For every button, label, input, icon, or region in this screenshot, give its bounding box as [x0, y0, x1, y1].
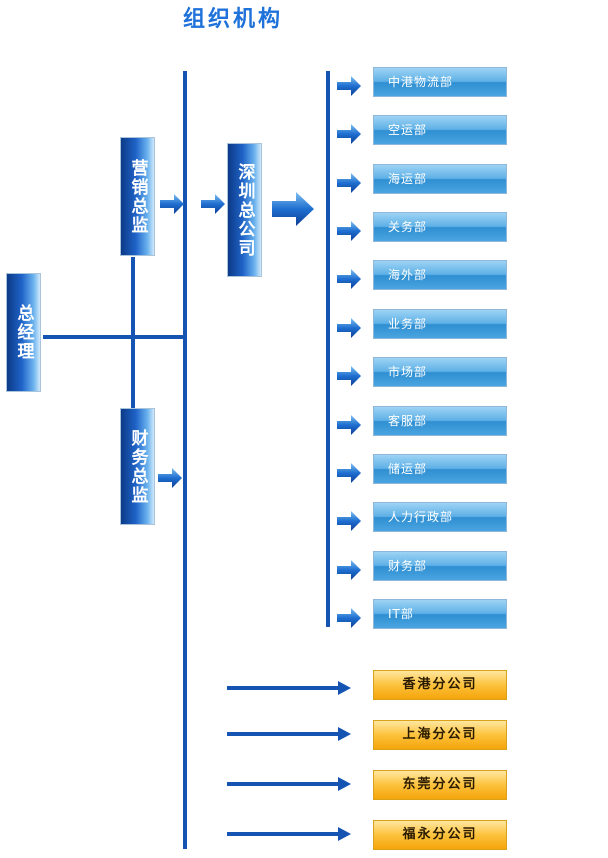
department-label: 海运部	[388, 172, 428, 186]
branch-label: 香港分公司	[402, 677, 478, 692]
department-box[interactable]: 空运部	[373, 115, 507, 145]
branch-box[interactable]: 香港分公司	[373, 670, 507, 700]
gm-horizontal-line	[43, 335, 185, 339]
arrow-right-icon	[160, 194, 184, 214]
department-label: 业务部	[388, 317, 428, 331]
department-label: 空运部	[388, 123, 428, 137]
department-label: 市场部	[388, 365, 428, 379]
department-box[interactable]: IT部	[373, 599, 507, 629]
branch-label: 福永分公司	[402, 827, 478, 842]
department-box[interactable]: 储运部	[373, 454, 507, 484]
department-label: 储运部	[388, 462, 428, 476]
general-manager-box[interactable]: 总经理	[6, 273, 41, 392]
department-box[interactable]: 财务部	[373, 551, 507, 581]
marketing-director-label: 营销总监	[127, 158, 148, 235]
department-box[interactable]: 海外部	[373, 260, 507, 290]
shenzhen-hq-label: 深圳总公司	[234, 162, 255, 258]
branch-arrow-icon	[227, 827, 351, 841]
branch-label: 上海分公司	[402, 727, 478, 742]
department-label: IT部	[388, 607, 414, 621]
department-label: 客服部	[388, 414, 428, 428]
department-box[interactable]: 海运部	[373, 164, 507, 194]
arrow-right-icon	[337, 269, 361, 289]
finance-director-box[interactable]: 财务总监	[120, 408, 155, 525]
arrow-right-icon	[337, 124, 361, 144]
general-manager-label: 总经理	[13, 304, 34, 361]
department-label: 财务部	[388, 559, 428, 573]
directors-vertical-line	[131, 257, 135, 409]
arrow-right-icon	[337, 76, 361, 96]
department-box[interactable]: 中港物流部	[373, 67, 507, 97]
arrow-right-icon	[337, 560, 361, 580]
arrow-right-icon	[337, 221, 361, 241]
arrow-right-icon	[337, 318, 361, 338]
big-arrow-right-icon	[272, 192, 314, 226]
department-box[interactable]: 客服部	[373, 406, 507, 436]
arrow-right-icon	[337, 511, 361, 531]
arrow-right-icon	[201, 194, 225, 214]
branch-box[interactable]: 上海分公司	[373, 720, 507, 750]
marketing-director-box[interactable]: 营销总监	[120, 137, 155, 256]
branch-arrow-icon	[227, 777, 351, 791]
arrow-right-icon	[337, 415, 361, 435]
branch-arrow-icon	[227, 727, 351, 741]
arrow-right-icon	[158, 468, 182, 488]
department-box[interactable]: 关务部	[373, 212, 507, 242]
department-label: 中港物流部	[388, 75, 454, 89]
department-label: 关务部	[388, 220, 428, 234]
branch-arrow-icon	[227, 681, 351, 695]
shenzhen-hq-box[interactable]: 深圳总公司	[227, 143, 262, 277]
arrow-right-icon	[337, 463, 361, 483]
department-box[interactable]: 业务部	[373, 309, 507, 339]
department-box[interactable]: 市场部	[373, 357, 507, 387]
finance-director-label: 财务总监	[127, 428, 148, 505]
branch-box[interactable]: 福永分公司	[373, 820, 507, 850]
branch-box[interactable]: 东莞分公司	[373, 770, 507, 800]
main-vertical-line	[183, 71, 187, 849]
arrow-right-icon	[337, 173, 361, 193]
dept-vertical-line	[326, 71, 330, 627]
department-label: 人力行政部	[388, 510, 454, 524]
branch-label: 东莞分公司	[402, 777, 478, 792]
department-box[interactable]: 人力行政部	[373, 502, 507, 532]
arrow-right-icon	[337, 608, 361, 628]
page-title: 组织机构	[183, 7, 284, 32]
department-label: 海外部	[388, 268, 428, 282]
arrow-right-icon	[337, 366, 361, 386]
